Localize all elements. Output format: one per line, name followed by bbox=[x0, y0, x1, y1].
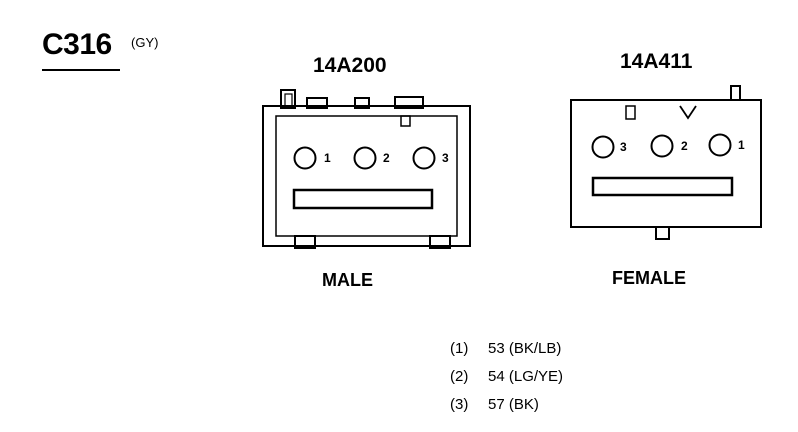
male-pin-label: 3 bbox=[442, 151, 449, 165]
male-part-number: 14A200 bbox=[313, 54, 387, 77]
connector-color-code: (GY) bbox=[131, 35, 159, 50]
female-connector-body bbox=[570, 85, 762, 240]
female-pin-label: 2 bbox=[681, 139, 688, 153]
male-pin-2-socket bbox=[353, 146, 377, 170]
pinout-pin-number: (3) bbox=[450, 396, 469, 413]
pinout-circuit: 54 (LG/YE) bbox=[488, 368, 564, 385]
female-pin-2-socket bbox=[650, 134, 674, 158]
female-pin-label: 3 bbox=[620, 140, 627, 154]
pinout-row: (1) 53 (BK/LB) bbox=[450, 340, 561, 357]
female-pin-1-socket bbox=[708, 133, 732, 157]
female-pin-label: 1 bbox=[738, 138, 745, 152]
male-pin-label: 1 bbox=[324, 151, 331, 165]
female-part-number: 14A411 bbox=[620, 50, 693, 73]
male-pins bbox=[293, 146, 436, 170]
pinout-pin-number: (2) bbox=[450, 368, 469, 385]
male-connector-body bbox=[262, 89, 471, 249]
male-label: MALE bbox=[322, 270, 373, 290]
connector-id: C316 bbox=[42, 28, 112, 61]
male-pin-label: 2 bbox=[383, 151, 390, 165]
pinout-pin-number: (1) bbox=[450, 340, 469, 357]
male-pin-1-socket bbox=[293, 146, 317, 170]
male-pin-3-socket bbox=[412, 146, 436, 170]
female-pins bbox=[591, 133, 732, 159]
pinout-circuit: 57 (BK) bbox=[488, 396, 539, 413]
female-label: FEMALE bbox=[612, 268, 686, 288]
pinout-circuit: 53 (BK/LB) bbox=[488, 340, 562, 357]
pinout-row: (3) 57 (BK) bbox=[450, 396, 539, 413]
female-pin-3-socket bbox=[591, 135, 615, 159]
pinout-row: (2) 54 (LG/YE) bbox=[450, 368, 563, 385]
connector-id-underline bbox=[42, 69, 120, 71]
